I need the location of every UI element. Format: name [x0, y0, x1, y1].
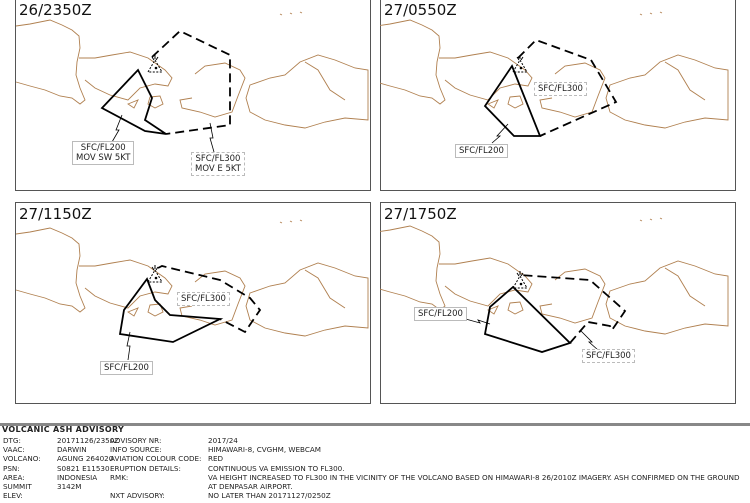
advisory-text: VOLCANIC ASH ADVISORY DTG: 20171126/2350Z… — [0, 423, 750, 503]
advisory-value: NO LATER THAN 20171127/0250Z — [208, 491, 331, 501]
advisory-key: VAAC: — [3, 445, 25, 455]
advisory-key: PSN: — [3, 463, 20, 473]
panel-time: 27/0550Z — [384, 1, 457, 19]
advisory-value: INDONESIA — [57, 472, 98, 482]
advisory-key: RMK: — [110, 472, 129, 482]
advisory-value: S0821 E11530 — [57, 463, 110, 473]
panel-time: 27/1150Z — [19, 205, 92, 223]
ash-maps — [15, 11, 729, 361]
advisory-key: DTG: — [3, 436, 21, 445]
advisory-value: 20171126/2350Z — [57, 436, 120, 445]
panel-time: 27/1750Z — [384, 205, 457, 223]
ash-polygons — [100, 29, 627, 361]
advisory-key: NXT ADVISORY: — [110, 491, 165, 501]
ash-label: SFC/FL200 — [100, 361, 153, 375]
ash-label: SFC/FL300 — [582, 349, 635, 363]
advisory-key: SUMMIT — [3, 482, 32, 491]
ash-label: SFC/FL200 — [414, 307, 467, 321]
advisory-value: CONTINUOUS VA EMISSION TO FL300. — [208, 463, 345, 473]
advisory-value: HIMAWARI-8, CVGHM, WEBCAM — [208, 445, 321, 455]
movement-text: MOV SW 5KT — [76, 153, 131, 163]
advisory-title: VOLCANIC ASH ADVISORY — [2, 425, 125, 434]
ash-area-fl300 — [519, 274, 627, 344]
ash-label: SFC/FL300 — [534, 82, 587, 96]
ash-area-fl300 — [151, 29, 231, 135]
advisory-value: AT DENPASAR AIRPORT. — [208, 482, 293, 491]
ash-area-fl200 — [483, 285, 572, 353]
ash-label: SFC/FL300 — [177, 292, 230, 306]
ash-area-fl300 — [517, 38, 618, 137]
advisory-key: ADVISORY NR: — [110, 436, 162, 445]
advisory-value: AGUNG 264020 — [57, 454, 114, 464]
ash-area-fl200 — [483, 64, 542, 137]
advisory-value: 3142M — [57, 482, 82, 491]
ash-area-fl200 — [118, 277, 224, 343]
advisory-key: INFO SOURCE: — [110, 445, 162, 455]
level-text: SFC/FL300 — [195, 154, 241, 164]
advisory-key: AREA: — [3, 472, 25, 482]
ash-label: SFC/FL200 — [455, 144, 508, 158]
advisory-value: VA HEIGHT INCREASED TO FL300 IN THE VICI… — [208, 472, 740, 482]
map-panel-2: 27/0550Z — [380, 0, 736, 191]
advisory-key: VOLCANO: — [3, 454, 41, 464]
movement-text: MOV E 5KT — [195, 164, 241, 174]
advisory-key: AVIATION COLOUR CODE: — [110, 454, 202, 464]
advisory-value: 2017/24 — [208, 436, 238, 445]
advisory-value: DARWIN — [57, 445, 87, 455]
advisory-key: ERUPTION DETAILS: — [110, 463, 181, 473]
ash-area-fl300 — [157, 265, 262, 334]
map-panel-4: 27/1750Z — [380, 202, 736, 404]
advisory-value: RED — [208, 454, 224, 464]
advisory-key: ELEV: — [3, 491, 23, 501]
panel-time: 26/2350Z — [19, 1, 92, 19]
level-text: SFC/FL200 — [80, 143, 126, 153]
